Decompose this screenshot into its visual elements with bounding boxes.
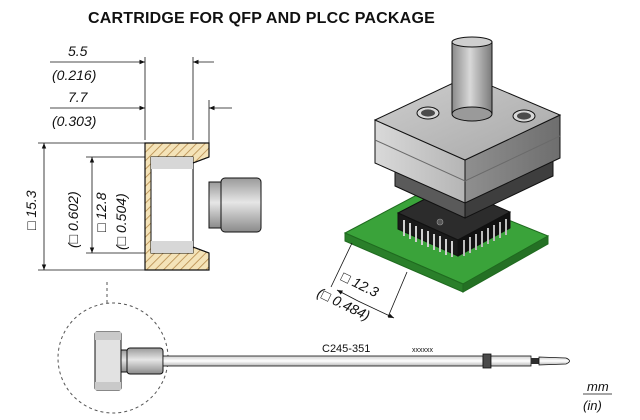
units-mm: mm [587,379,609,394]
inner-width-mm-label: 5.5 [68,43,88,59]
tip-marking: xxxxxx [412,347,434,354]
tip-side-view: C245-351 xxxxxx [57,282,570,414]
units-in: (in) [583,398,602,413]
cartridge-block [373,36,562,219]
inner-width-in-label: (0.216) [52,67,96,83]
cartridge-3d-view: □ 12.3 (□ 0.484) [315,36,562,324]
outer-square-in-label: (□ 0.602) [65,191,81,248]
units-legend: mm (in) [583,379,612,413]
inner-square-in-label: (□ 0.504) [113,193,129,250]
cartridge-section-view: 5.5 (0.216) 7.7 (0.303) □ 15.3 (□ 0.602)… [23,43,262,271]
outer-width-in-label: (0.303) [52,113,96,129]
tip-part-number: C245-351 [322,343,370,355]
outer-square-mm-label: □ 15.3 [23,190,39,230]
page-title: CARTRIDGE FOR QFP AND PLCC PACKAGE [88,10,435,27]
inner-square-mm-label: □ 12.8 [93,192,109,232]
outer-width-mm-label: 7.7 [68,89,89,105]
